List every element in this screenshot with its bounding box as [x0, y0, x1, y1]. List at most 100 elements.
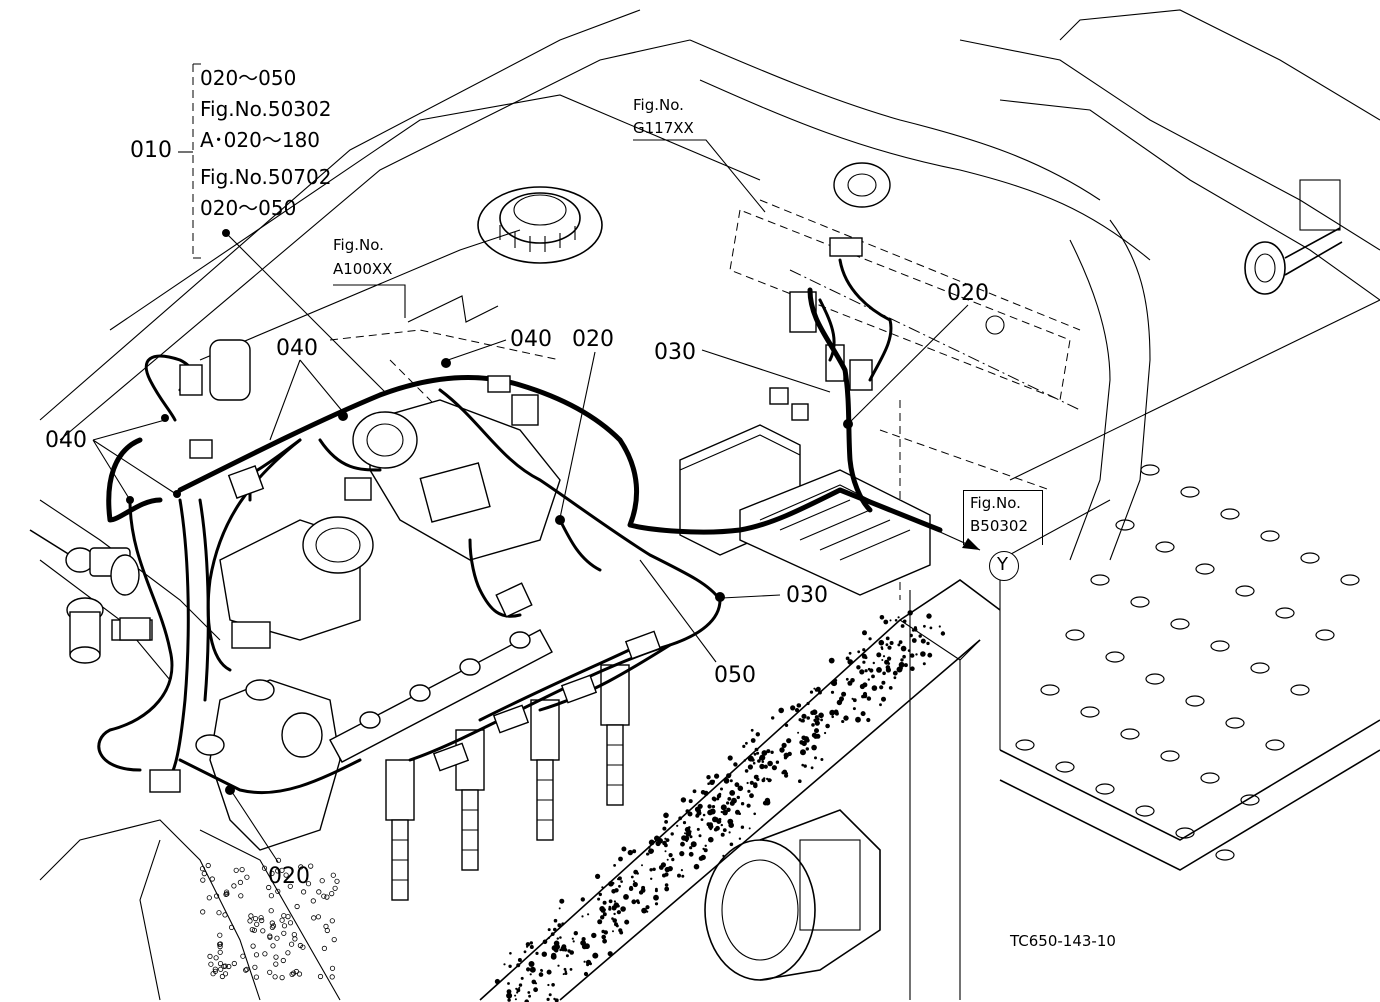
gravel-dot [785, 772, 789, 775]
grille-dot [237, 879, 243, 886]
gravel-dot [681, 874, 685, 878]
deck-hole [1015, 739, 1035, 751]
gravel-dot [589, 962, 592, 966]
gravel-dot [654, 835, 660, 842]
gravel-dot [814, 756, 817, 760]
gravel-dot [893, 676, 897, 680]
reference-line-5: 020～050 [200, 196, 297, 220]
gravel-dot [618, 884, 621, 888]
gravel-dot [811, 732, 818, 738]
gravel-dot [728, 773, 732, 777]
gravel-dot [553, 918, 558, 923]
gravel-dot [831, 680, 838, 687]
deck-hole [1175, 827, 1195, 839]
gravel-dot [526, 945, 529, 948]
gravel-dot [581, 915, 584, 918]
gravel-dot [859, 683, 866, 690]
gravel-dot [913, 627, 918, 632]
grille-dot [332, 885, 338, 891]
gravel-dot [879, 703, 882, 707]
gravel-dot [866, 696, 872, 701]
callout-010: 010 [130, 138, 172, 163]
gravel-dot [641, 864, 643, 867]
gravel-dot [563, 948, 568, 952]
grille-dot [329, 918, 335, 924]
gravel-dot [556, 937, 559, 940]
deck-hole [1225, 717, 1245, 729]
gravel-dot [696, 827, 700, 831]
injectors [385, 664, 630, 901]
grille-dot [273, 954, 279, 960]
gravel-dot [923, 624, 926, 628]
gravel-dot [781, 742, 787, 749]
gravel-dot [770, 750, 774, 754]
grille-dot [244, 874, 250, 880]
grille-dot [233, 867, 239, 873]
gravel-dot [761, 750, 768, 756]
grille-dot [224, 891, 230, 897]
gravel-dot [871, 685, 878, 691]
gravel-dot [866, 717, 871, 723]
gravel-dot [529, 966, 536, 973]
gravel-dot [731, 797, 737, 804]
gravel-dot [847, 659, 853, 665]
deck-hole [1055, 761, 1075, 773]
gravel-dot [627, 849, 633, 856]
gravel-dot [561, 922, 565, 926]
grille-dot [305, 881, 312, 887]
gravel-dot [607, 951, 613, 957]
gravel-dot [600, 915, 605, 920]
deck-hole [1200, 772, 1220, 784]
gravel-dot [613, 864, 616, 867]
reference-line-1: 020～050 [200, 66, 297, 90]
gravel-dot [706, 822, 711, 827]
grille-dot [217, 941, 223, 947]
gravel-dot [900, 645, 907, 652]
gravel-dot [920, 638, 926, 644]
gravel-dot [689, 835, 693, 839]
gravel-dot [616, 910, 622, 915]
gravel-dot [882, 655, 886, 658]
gravel-dot [755, 774, 759, 779]
gravel-dot [698, 834, 702, 838]
grille-dot [275, 868, 281, 874]
gravel-dot [716, 793, 722, 799]
gravel-dot [743, 759, 746, 762]
gravel-dot [889, 619, 892, 622]
gravel-dot [563, 967, 567, 971]
gravel-dot [830, 690, 835, 694]
gravel-dot [909, 633, 913, 638]
gravel-dot [664, 886, 670, 892]
sensor-cluster [769, 162, 1005, 421]
gravel-dot [664, 820, 668, 824]
gravel-dot [784, 723, 789, 727]
connector-mark-y: Y [997, 554, 1008, 575]
grille-dot [252, 964, 258, 970]
gravel-dot [597, 919, 603, 925]
gravel-dot [664, 850, 667, 853]
gravel-dot [698, 856, 704, 861]
gravel-dot [727, 797, 732, 801]
grille-dot [199, 866, 206, 872]
gravel-dot [918, 634, 922, 638]
gravel-dot [583, 971, 589, 977]
deck-hole [1260, 530, 1280, 542]
gravel-dot [506, 992, 513, 999]
gravel-dot [728, 831, 731, 834]
gravel-dot [862, 660, 866, 664]
grille-dot [209, 876, 215, 882]
deck-hole [1250, 662, 1270, 674]
gravel-dot [693, 863, 700, 870]
gravel-dot [750, 738, 756, 743]
gravel-dot [814, 728, 819, 734]
gravel-dot [580, 897, 585, 902]
gravel-dot [755, 732, 760, 737]
gravel-dot [641, 885, 646, 890]
gravel-dot [790, 705, 796, 711]
gravel-dot [507, 982, 510, 985]
gravel-dot [841, 691, 847, 697]
gravel-dot [733, 762, 738, 767]
gravel-dot [595, 873, 601, 880]
gravel-dot [688, 799, 693, 804]
gravel-dot [538, 972, 544, 977]
